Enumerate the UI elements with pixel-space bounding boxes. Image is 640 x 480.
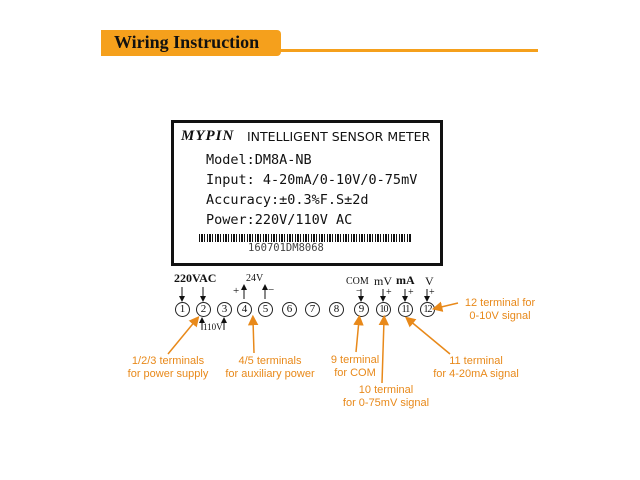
callout-ma: 11 terminal for 4-20mA signal: [424, 355, 528, 381]
page-title: Wiring Instruction: [114, 32, 260, 52]
power-line: Power:220V/110V AC: [206, 212, 353, 228]
terminal-6: 6: [282, 302, 297, 317]
brand-logo: MYPIN: [181, 128, 235, 144]
label-plus-11: +: [408, 287, 414, 298]
label-plus-4: +: [233, 285, 240, 297]
label-plus-12: +: [429, 287, 435, 298]
label-plus-10: +: [386, 287, 392, 298]
callout-ma-line1: 11 terminal: [449, 355, 503, 367]
callout-v: 12 terminal for 0-10V signal: [458, 297, 542, 323]
callout-power-supply-line2: for power supply: [127, 368, 209, 380]
terminal-4: 4: [237, 302, 252, 317]
callout-v-line1: 12 terminal for: [464, 297, 536, 309]
input-line: Input: 4-20mA/0-10V/0-75mV: [206, 172, 418, 188]
terminal-8: 8: [329, 302, 344, 317]
terminal-2: 2: [196, 302, 211, 317]
leader-mv: [378, 314, 390, 384]
plate-subtitle: INTELLIGENT SENSOR METER: [247, 129, 431, 144]
label-220vac: 220VAC: [174, 271, 217, 285]
callout-auxiliary: 4/5 terminals for auxiliary power: [224, 355, 316, 381]
callout-com: 9 terminal for COM: [323, 354, 387, 380]
serial-number: 160701DM8068: [248, 242, 324, 254]
model-line: Model:DM8A-NB: [206, 152, 312, 168]
callout-power-supply-line1: 1/2/3 terminals: [131, 355, 205, 367]
label-v: V: [425, 274, 434, 288]
callout-mv-line1: 10 terminal: [358, 384, 414, 396]
callout-auxiliary-line1: 4/5 terminals: [238, 355, 302, 367]
callout-com-line2: for COM: [334, 367, 376, 379]
label-ma: mA: [396, 273, 415, 287]
label-24v: 24V: [246, 273, 264, 284]
terminal-11: 11: [398, 302, 413, 317]
callout-mv: 10 terminal for 0-75mV signal: [336, 384, 436, 410]
leader-auxiliary: [247, 314, 259, 354]
leader-v: [431, 301, 459, 312]
accuracy-line: Accuracy:±0.3%F.S±2d: [206, 192, 369, 208]
callout-v-line2: 0-10V signal: [469, 310, 531, 322]
label-110v: 110V: [203, 322, 223, 332]
callout-ma-line2: for 4-20mA signal: [433, 368, 519, 380]
callout-com-line1: 9 terminal: [330, 354, 380, 366]
header-bar: [101, 30, 281, 56]
leader-com: [353, 314, 364, 353]
terminal-1: 1: [175, 302, 190, 317]
leader-power-supply: [167, 315, 200, 355]
header-underline: [270, 49, 538, 52]
callout-mv-line2: for 0-75mV signal: [342, 397, 430, 409]
terminal-7: 7: [305, 302, 320, 317]
leader-ma: [404, 316, 451, 355]
barcode: [199, 234, 411, 242]
label-mv: mV: [374, 274, 392, 288]
callout-auxiliary-line2: for auxiliary power: [225, 368, 315, 380]
label-minus-5: −: [268, 284, 275, 296]
label-minus-9: −: [356, 286, 362, 297]
callout-power-supply: 1/2/3 terminals for power supply: [118, 355, 218, 381]
terminal-3: 3: [217, 302, 232, 317]
terminal-5: 5: [258, 302, 273, 317]
label-com: COM: [346, 276, 369, 287]
